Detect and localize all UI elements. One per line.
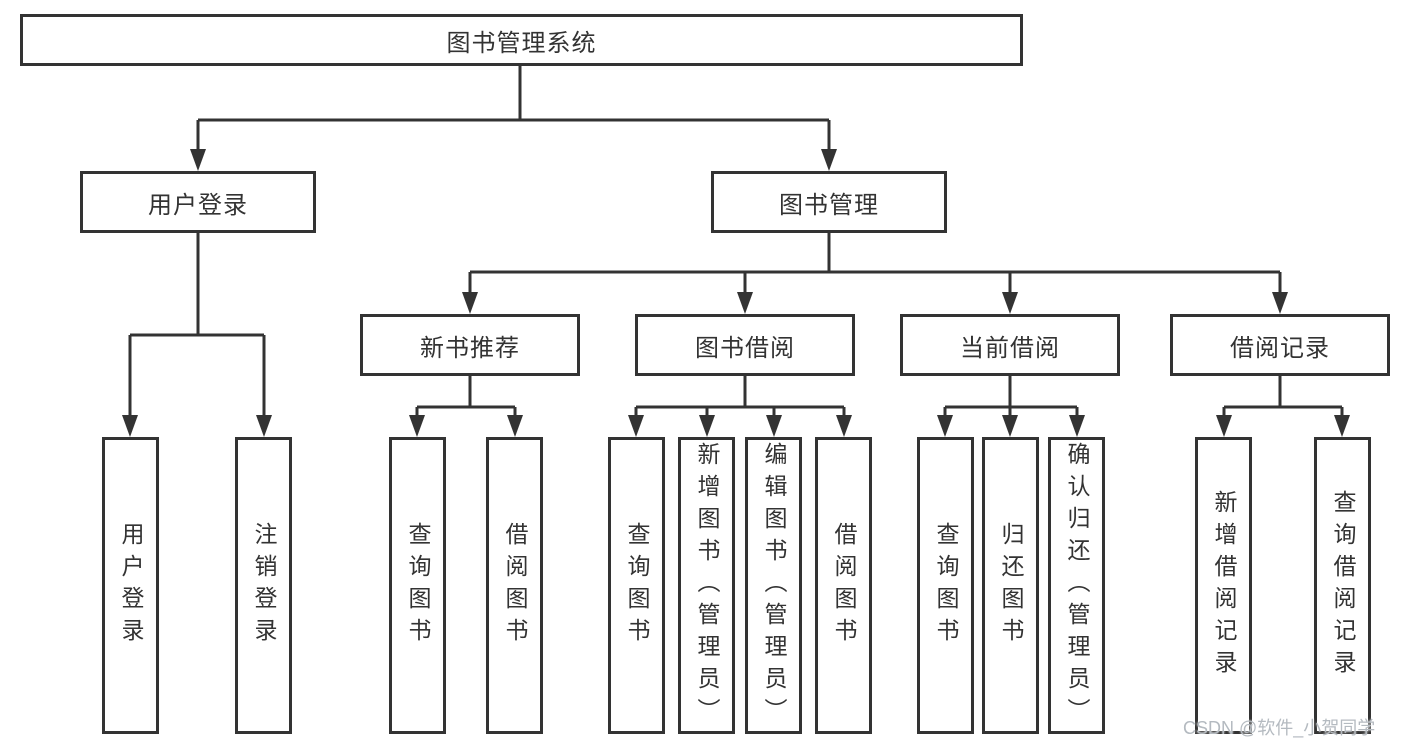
node-current-borrowing: 当前借阅 (900, 314, 1120, 376)
arrowhead (699, 415, 715, 437)
connector-borrowing-records-to-leaves (1222, 376, 1344, 423)
node-book-borrowing: 图书借阅 (635, 314, 855, 376)
arrowhead (1334, 415, 1350, 437)
arrowhead (1272, 292, 1288, 314)
arrowhead (190, 149, 206, 171)
arrowhead (1002, 292, 1018, 314)
arrowhead (766, 415, 782, 437)
node-borrowing-records: 借阅记录 (1170, 314, 1390, 376)
arrowheads (122, 149, 1350, 437)
arrowhead (409, 415, 425, 437)
leaf-label: 确认归还（管理员） (1064, 441, 1090, 730)
leaf-current-return-books: 归还图书 (982, 437, 1039, 734)
connector-book-management-to-level2 (468, 233, 1282, 300)
leaf-borrowing-edit-books-admin: 编辑图书（管理员） (745, 437, 802, 734)
arrowhead (821, 149, 837, 171)
leaf-records-query-record: 查询借阅记录 (1314, 437, 1371, 734)
connector-book-borrowing-to-leaves (634, 376, 846, 423)
node-user-login: 用户登录 (80, 171, 316, 233)
csdn-watermark: CSDN @软件_小贺同学 (1183, 718, 1376, 738)
node-label: 当前借阅 (960, 334, 1060, 362)
connector-user-login-to-leaves (128, 233, 266, 423)
node-label: 新书推荐 (420, 334, 520, 362)
node-label: 借阅记录 (1230, 334, 1330, 362)
arrowhead (1216, 415, 1232, 437)
leaf-label: 新增图书（管理员） (694, 441, 720, 730)
leaf-label: 编辑图书（管理员） (761, 441, 787, 730)
leaf-label: 借阅图书 (831, 521, 857, 650)
connector-root-to-level1 (196, 66, 831, 157)
arrowhead (836, 415, 852, 437)
arrowhead (462, 292, 478, 314)
leaf-label: 查询图书 (405, 521, 431, 650)
node-label: 图书管理 (779, 191, 879, 219)
arrowhead (937, 415, 953, 437)
leaf-recommend-query-books: 查询图书 (389, 437, 446, 734)
leaf-label: 查询图书 (933, 521, 959, 650)
leaf-label: 查询借阅记录 (1330, 489, 1356, 682)
node-library-management-system: 图书管理系统 (20, 14, 1023, 66)
node-label: 图书管理系统 (446, 29, 597, 57)
leaf-borrowing-borrow-books: 借阅图书 (815, 437, 872, 734)
leaf-label: 归还图书 (998, 521, 1024, 650)
node-new-book-recommendation: 新书推荐 (360, 314, 580, 376)
connector-new-book-recommendation-to-leaves (415, 376, 517, 423)
arrowhead (256, 415, 272, 437)
leaf-logout: 注销登录 (235, 437, 292, 734)
leaf-records-add-record: 新增借阅记录 (1195, 437, 1252, 734)
leaf-label: 借阅图书 (502, 521, 528, 650)
leaf-recommend-borrow-books: 借阅图书 (486, 437, 543, 734)
leaf-label: 查询图书 (624, 521, 650, 650)
leaf-label: 用户登录 (118, 521, 144, 650)
node-label: 用户登录 (148, 191, 248, 219)
arrowhead (507, 415, 523, 437)
arrowhead (628, 415, 644, 437)
arrowhead (737, 292, 753, 314)
leaf-current-confirm-return-admin: 确认归还（管理员） (1048, 437, 1105, 734)
leaf-current-query-books: 查询图书 (917, 437, 974, 734)
leaf-borrowing-add-books-admin: 新增图书（管理员） (678, 437, 735, 734)
arrowhead (122, 415, 138, 437)
arrowhead (1002, 415, 1018, 437)
arrowhead (1069, 415, 1085, 437)
node-book-management: 图书管理 (711, 171, 947, 233)
node-label: 图书借阅 (695, 334, 795, 362)
leaf-label: 新增借阅记录 (1211, 489, 1237, 682)
leaf-user-login: 用户登录 (102, 437, 159, 734)
leaf-label: 注销登录 (251, 521, 277, 650)
leaf-borrowing-query-books: 查询图书 (608, 437, 665, 734)
